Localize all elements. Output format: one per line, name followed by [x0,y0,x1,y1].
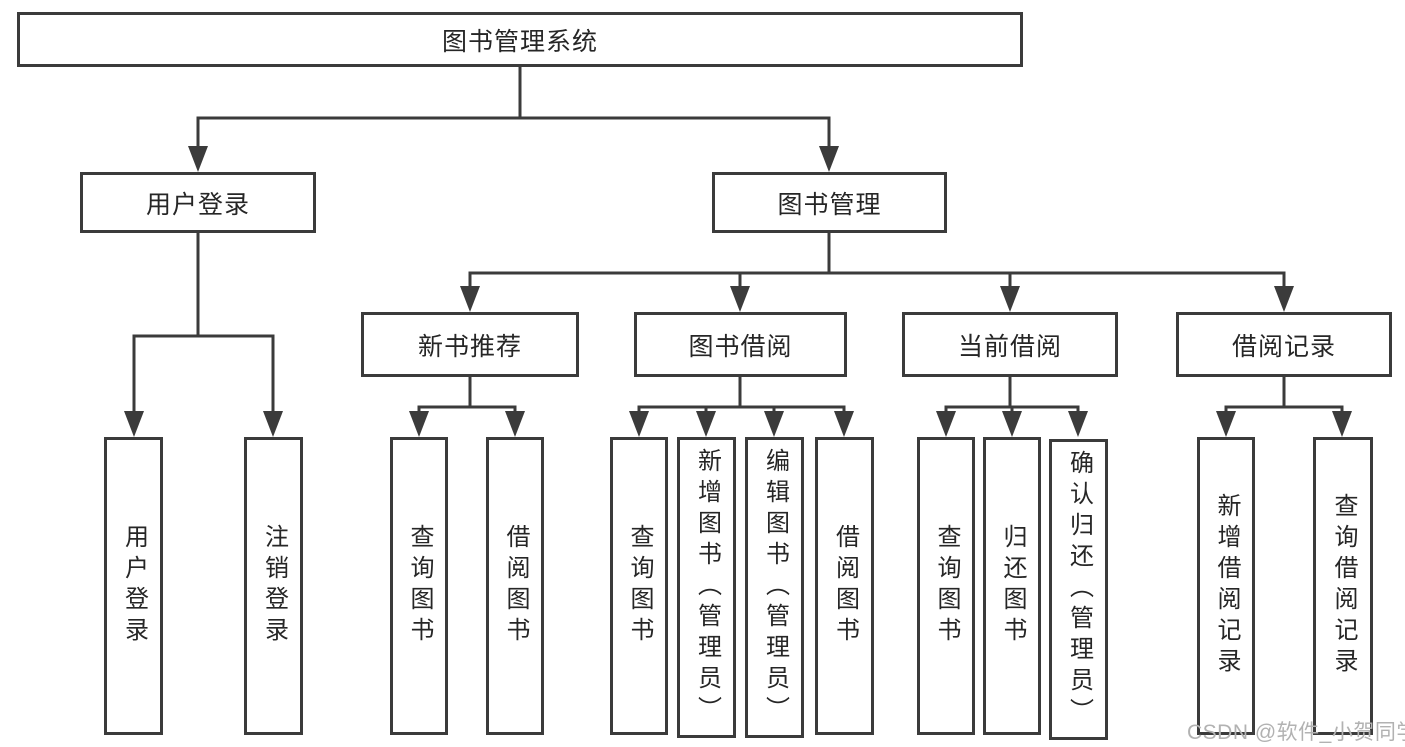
arrowhead [1000,286,1020,312]
arrowhead [1332,411,1352,437]
arrowhead [505,411,525,437]
arrowhead [834,411,854,437]
leaf-borrow-edit-admin: 编辑图书（管理员） [745,437,804,738]
node-book-borrow: 图书借阅 [634,312,847,377]
arrowhead [819,146,839,172]
leaf-borrow-borrow: 借阅图书 [815,437,874,735]
leaf-records-query: 查询借阅记录 [1313,437,1373,735]
arrowheads [124,146,1352,437]
arrowhead [629,411,649,437]
edge-login-to-leaves [132,231,275,413]
leaf-current-query: 查询图书 [917,437,975,735]
arrowhead [936,411,956,437]
node-new-book-recommend: 新书推荐 [361,312,579,377]
node-current-borrow: 当前借阅 [902,312,1118,377]
arrowhead [460,286,480,312]
leaf-user-login: 用户登录 [104,437,163,735]
node-root: 图书管理系统 [17,12,1023,67]
leaf-newbook-query: 查询图书 [390,437,448,735]
edge-records-to-leaves [1224,375,1344,413]
arrowhead [1068,411,1088,437]
leaf-current-return: 归还图书 [983,437,1041,735]
arrowhead [696,411,716,437]
edge-newbook-to-leaves [417,375,517,413]
edge-borrow-to-leaves [637,375,846,413]
node-borrow-records: 借阅记录 [1176,312,1392,377]
leaf-borrow-query: 查询图书 [610,437,668,735]
arrowhead [124,411,144,437]
arrowhead [1216,411,1236,437]
leaf-borrow-add-admin: 新增图书（管理员） [677,437,736,738]
arrowhead [1274,286,1294,312]
leaf-records-add: 新增借阅记录 [1197,437,1255,735]
node-user-login: 用户登录 [80,172,316,233]
arrowhead [409,411,429,437]
arrowhead [263,411,283,437]
leaf-newbook-borrow: 借阅图书 [486,437,544,735]
arrowhead [730,286,750,312]
arrowhead [1002,411,1022,437]
arrowhead [188,146,208,172]
node-book-management: 图书管理 [712,172,947,233]
watermark-text: CSDN @软件_小贺同学 [1187,721,1405,744]
edge-current-to-leaves [944,375,1080,413]
edge-root-to-level2 [196,65,831,148]
edge-mgmt-to-level3 [468,231,1286,288]
leaf-current-confirm-admin: 确认归还（管理员） [1049,439,1108,740]
arrowhead [764,411,784,437]
leaf-logout: 注销登录 [244,437,303,735]
